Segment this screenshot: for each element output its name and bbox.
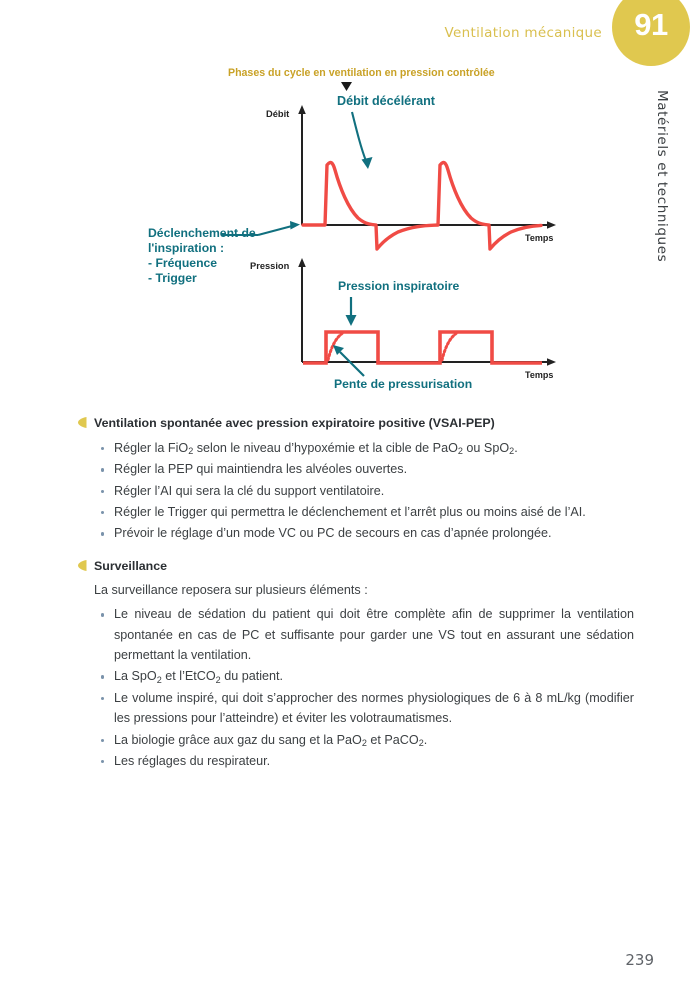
arrowhead-pente-icon bbox=[333, 345, 344, 355]
list-item: Prévoir le réglage d’un mode VC ou PC de… bbox=[100, 523, 634, 543]
page-header: Ventilation mécanique 91 bbox=[0, 0, 700, 66]
list-item: Le volume inspiré, qui doit s’approcher … bbox=[100, 688, 634, 729]
y-axis-arrow-icon bbox=[298, 105, 306, 114]
section-heading: Ventilation spontanée avec pression expi… bbox=[78, 415, 634, 432]
chapter-number: 91 bbox=[634, 7, 668, 42]
x-axis-arrow-icon bbox=[547, 221, 556, 229]
chapter-number-badge: 91 bbox=[612, 0, 690, 66]
pressurization-ramp-2 bbox=[440, 332, 458, 362]
pressure-x-axis-label: Temps bbox=[525, 370, 553, 380]
annotation-declenchement-line3: - Fréquence bbox=[148, 256, 217, 270]
annotation-leader-declenchement bbox=[257, 224, 293, 237]
crescent-bullet-icon bbox=[78, 417, 87, 428]
triangle-marker-icon bbox=[341, 82, 352, 91]
pressurization-ramp-1 bbox=[326, 332, 344, 362]
arrowhead-debit-icon bbox=[361, 157, 373, 169]
page-number: 239 bbox=[625, 951, 654, 969]
crescent-bullet-icon bbox=[78, 559, 87, 571]
page-content: Ventilation spontanée avec pression expi… bbox=[78, 415, 634, 773]
flow-x-axis-label: Temps bbox=[525, 233, 553, 243]
bullet-list: Le niveau de sédation du patient qui doi… bbox=[78, 604, 634, 771]
list-item: Régler l’AI qui sera la clé du support v… bbox=[100, 481, 634, 501]
list-item: La SpO2 et l’EtCO2 du patient. bbox=[100, 666, 634, 686]
arrowhead-declenchement-icon bbox=[290, 221, 300, 230]
flow-y-axis-label: Débit bbox=[266, 109, 289, 119]
list-item: Les réglages du respirateur. bbox=[100, 751, 634, 771]
side-tab-label: Matériels et techniques bbox=[654, 90, 670, 263]
list-item: Le niveau de sédation du patient qui doi… bbox=[100, 604, 634, 665]
list-item: La biologie grâce aux gaz du sang et la … bbox=[100, 730, 634, 750]
chapter-title: Ventilation mécanique bbox=[444, 25, 602, 41]
annotation-leader-pente bbox=[339, 351, 365, 377]
annotation-leader-debit bbox=[350, 111, 367, 162]
section-heading-label: Ventilation spontanée avec pression expi… bbox=[94, 416, 495, 430]
pressure-x-axis-arrow-icon bbox=[547, 358, 556, 366]
bullet-list: Régler la FiO2 selon le niveau d’hypoxém… bbox=[78, 438, 634, 544]
figure-ventilation-cycle: Phases du cycle en ventilation en pressi… bbox=[0, 60, 640, 408]
annotation-pression-inspiratoire: Pression inspiratoire bbox=[338, 279, 459, 293]
content-section: Ventilation spontanée avec pression expi… bbox=[78, 415, 634, 544]
pressure-chart: Pression Temps Pression inspiratoire Pen… bbox=[250, 258, 556, 391]
section-intro: La surveillance reposera sur plusieurs é… bbox=[94, 583, 368, 598]
pressure-y-axis-arrow-icon bbox=[298, 258, 306, 267]
flow-waveform bbox=[301, 160, 543, 251]
figure-title: Phases du cycle en ventilation en pressi… bbox=[228, 67, 495, 79]
list-item: Régler la PEP qui maintiendra les alvéol… bbox=[100, 459, 634, 479]
list-item: Régler le Trigger qui permettra le décle… bbox=[100, 502, 634, 522]
annotation-declenchement-line2: l'inspiration : bbox=[148, 241, 224, 255]
pressure-waveform bbox=[303, 330, 542, 365]
section-heading: Surveillance bbox=[78, 558, 634, 575]
flow-chart: Débit Temps Débit décélérant Déclencheme… bbox=[148, 94, 556, 285]
arrowhead-pression-icon bbox=[345, 315, 357, 326]
annotation-debit-decelerant: Débit décélérant bbox=[337, 94, 436, 108]
annotation-declenchement-line1: Déclenchement de bbox=[148, 226, 256, 240]
section-heading-label: Surveillance bbox=[94, 558, 168, 573]
list-item: Régler la FiO2 selon le niveau d’hypoxém… bbox=[100, 438, 634, 458]
annotation-pente-pressurisation: Pente de pressurisation bbox=[334, 377, 472, 391]
pressure-y-axis-label: Pression bbox=[250, 261, 290, 271]
content-section: Surveillance La surveillance reposera sur… bbox=[78, 558, 634, 772]
annotation-declenchement-line4: - Trigger bbox=[148, 271, 197, 285]
